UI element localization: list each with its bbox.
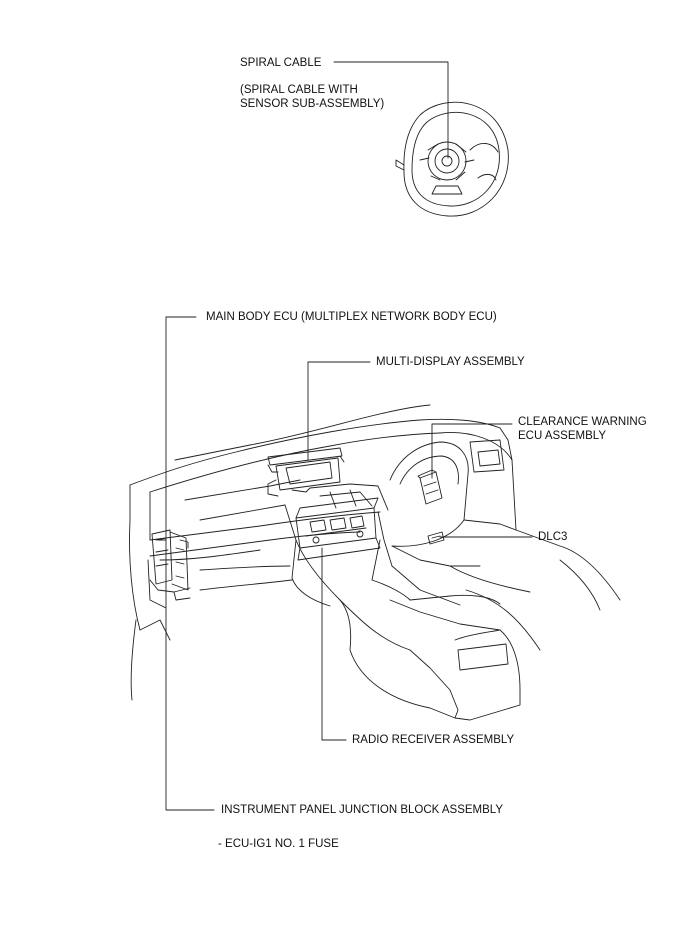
multi-display-illustration xyxy=(267,447,345,497)
radio-receiver-label: RADIO RECEIVER ASSEMBLY xyxy=(352,734,515,746)
spiral-cable-sub-label-line2: SENSOR SUB-ASSEMBLY) xyxy=(240,98,385,110)
leader-lines xyxy=(157,61,533,811)
spiral-cable-label: SPIRAL CABLE xyxy=(240,57,322,69)
steering-wheel-illustration xyxy=(395,101,509,217)
dashboard-illustration xyxy=(129,404,621,721)
multi-display-label: MULTI-DISPLAY ASSEMBLY xyxy=(376,356,525,368)
junction-block-illustration xyxy=(149,529,191,601)
clearance-warning-label-line2: ECU ASSEMBLY xyxy=(518,430,606,442)
ecu-ig1-fuse-label: - ECU-IG1 NO. 1 FUSE xyxy=(218,838,339,850)
main-body-ecu-label: MAIN BODY ECU (MULTIPLEX NETWORK BODY EC… xyxy=(206,311,497,323)
clearance-warning-ecu-illustration xyxy=(417,469,443,505)
dlc3-label: DLC3 xyxy=(538,531,568,543)
dlc3-illustration xyxy=(427,531,445,545)
radio-receiver-illustration xyxy=(295,497,381,561)
clearance-warning-label-line1: CLEARANCE WARNING xyxy=(518,416,647,428)
spiral-cable-sub-label-line1: (SPIRAL CABLE WITH xyxy=(240,84,358,96)
instrument-panel-junction-block-label: INSTRUMENT PANEL JUNCTION BLOCK ASSEMBLY xyxy=(221,804,504,816)
